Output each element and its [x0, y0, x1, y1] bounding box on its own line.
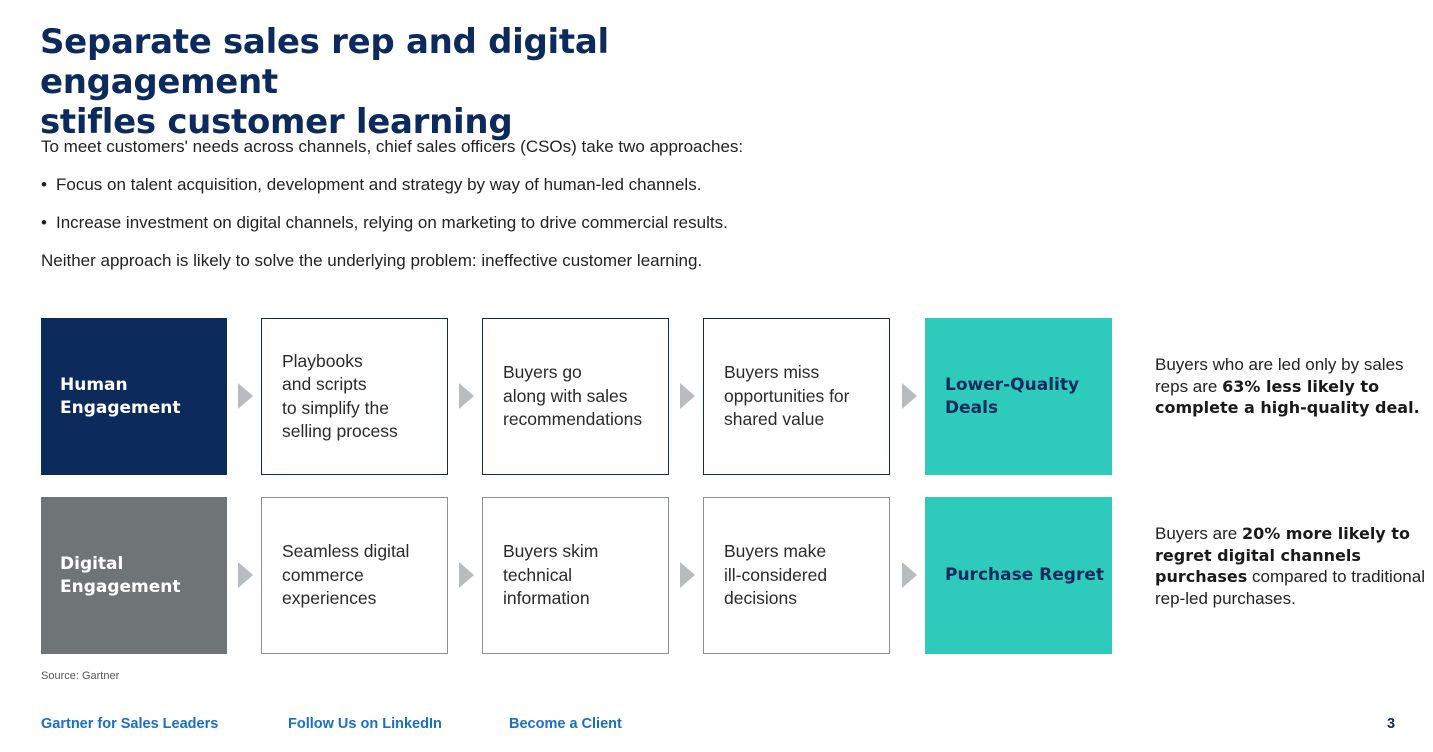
follow-linkedin-link[interactable]: Follow Us on LinkedIn [288, 716, 442, 732]
bullet-dot-icon: • [41, 175, 47, 194]
result-line: Deals [945, 397, 999, 418]
step-line: recommendations [503, 409, 643, 430]
step-line: experiences [282, 588, 377, 609]
step-line: selling process [282, 421, 398, 441]
gartner-sales-leaders-link[interactable]: Gartner for Sales Leaders [41, 716, 219, 732]
step-line: along with sales [503, 385, 628, 406]
step-line: shared value [724, 409, 825, 430]
step-line: opportunities for [724, 385, 850, 406]
step-line: Buyers go [503, 362, 582, 383]
title-line-2: stifles customer learning [40, 102, 513, 142]
chevron-right-icon [459, 383, 474, 409]
step-line: Buyers miss [724, 362, 820, 383]
step-line: ill-considered [724, 564, 828, 585]
chevron-right-icon [902, 383, 917, 409]
step-line: Buyers skim [503, 541, 599, 562]
step-line: Seamless digital [282, 541, 410, 562]
header-line: Human [60, 374, 128, 395]
step-line: and scripts [282, 374, 367, 394]
intro-lead: To meet customers' needs across channels… [41, 137, 744, 156]
step-line: Buyers make [724, 541, 827, 562]
chevron-right-icon [680, 562, 695, 588]
header-line: Engagement [60, 576, 181, 597]
become-client-link[interactable]: Become a Client [509, 716, 622, 732]
human-note: Buyers who are led only by sales reps ar… [1155, 354, 1425, 419]
note-text: compared to traditional rep-led purchase… [1155, 567, 1425, 608]
intro-bullet-2: • Increase investment on digital channels… [41, 212, 728, 234]
note-text: Buyers who are led only by sales reps ar… [1155, 355, 1404, 396]
chevron-right-icon [902, 562, 917, 588]
result-line: Lower-Quality [945, 374, 1080, 395]
chevron-right-icon [238, 562, 253, 588]
step-line: Playbooks [282, 350, 363, 371]
bullet-dot-icon: • [41, 213, 47, 232]
chevron-right-icon [459, 562, 474, 588]
title-line-1: Separate sales rep and digital engagemen… [40, 22, 609, 102]
step-line: commerce [282, 564, 364, 585]
digital-result: Purchase Regret [925, 497, 1112, 654]
page-title: Separate sales rep and digital engagemen… [40, 22, 840, 142]
intro-conclusion: Neither approach is likely to solve the … [41, 251, 703, 270]
result-line: Purchase Regret [945, 565, 1104, 585]
chevron-right-icon [680, 383, 695, 409]
chevron-right-icon [238, 383, 253, 409]
human-step-1: Playbooks and scripts to simplify the selli… [261, 318, 448, 475]
note-text: Buyers are [1155, 524, 1242, 543]
step-line: information [503, 588, 590, 609]
page-number: 3 [1387, 716, 1396, 732]
note-highlight: 63% less likely to complete a high-quali… [1155, 376, 1420, 418]
intro-bullet-1: • Focus on talent acquisition, developmen… [41, 174, 701, 196]
header-line: Digital [60, 553, 124, 574]
note-highlight: 20% more likely to regret digital channe… [1155, 524, 1410, 586]
step-line: decisions [724, 588, 797, 609]
step-line: technical [503, 564, 573, 585]
header-line: Engagement [60, 397, 181, 418]
bullet-2-text: Increase investment on digital channels,… [56, 213, 728, 232]
source-citation: Source: Gartner [41, 670, 120, 682]
bullet-1-text: Focus on talent acquisition, development… [56, 175, 702, 194]
digital-note: Buyers are 20% more likely to regret dig… [1155, 523, 1425, 609]
step-line: to simplify the [282, 397, 389, 418]
